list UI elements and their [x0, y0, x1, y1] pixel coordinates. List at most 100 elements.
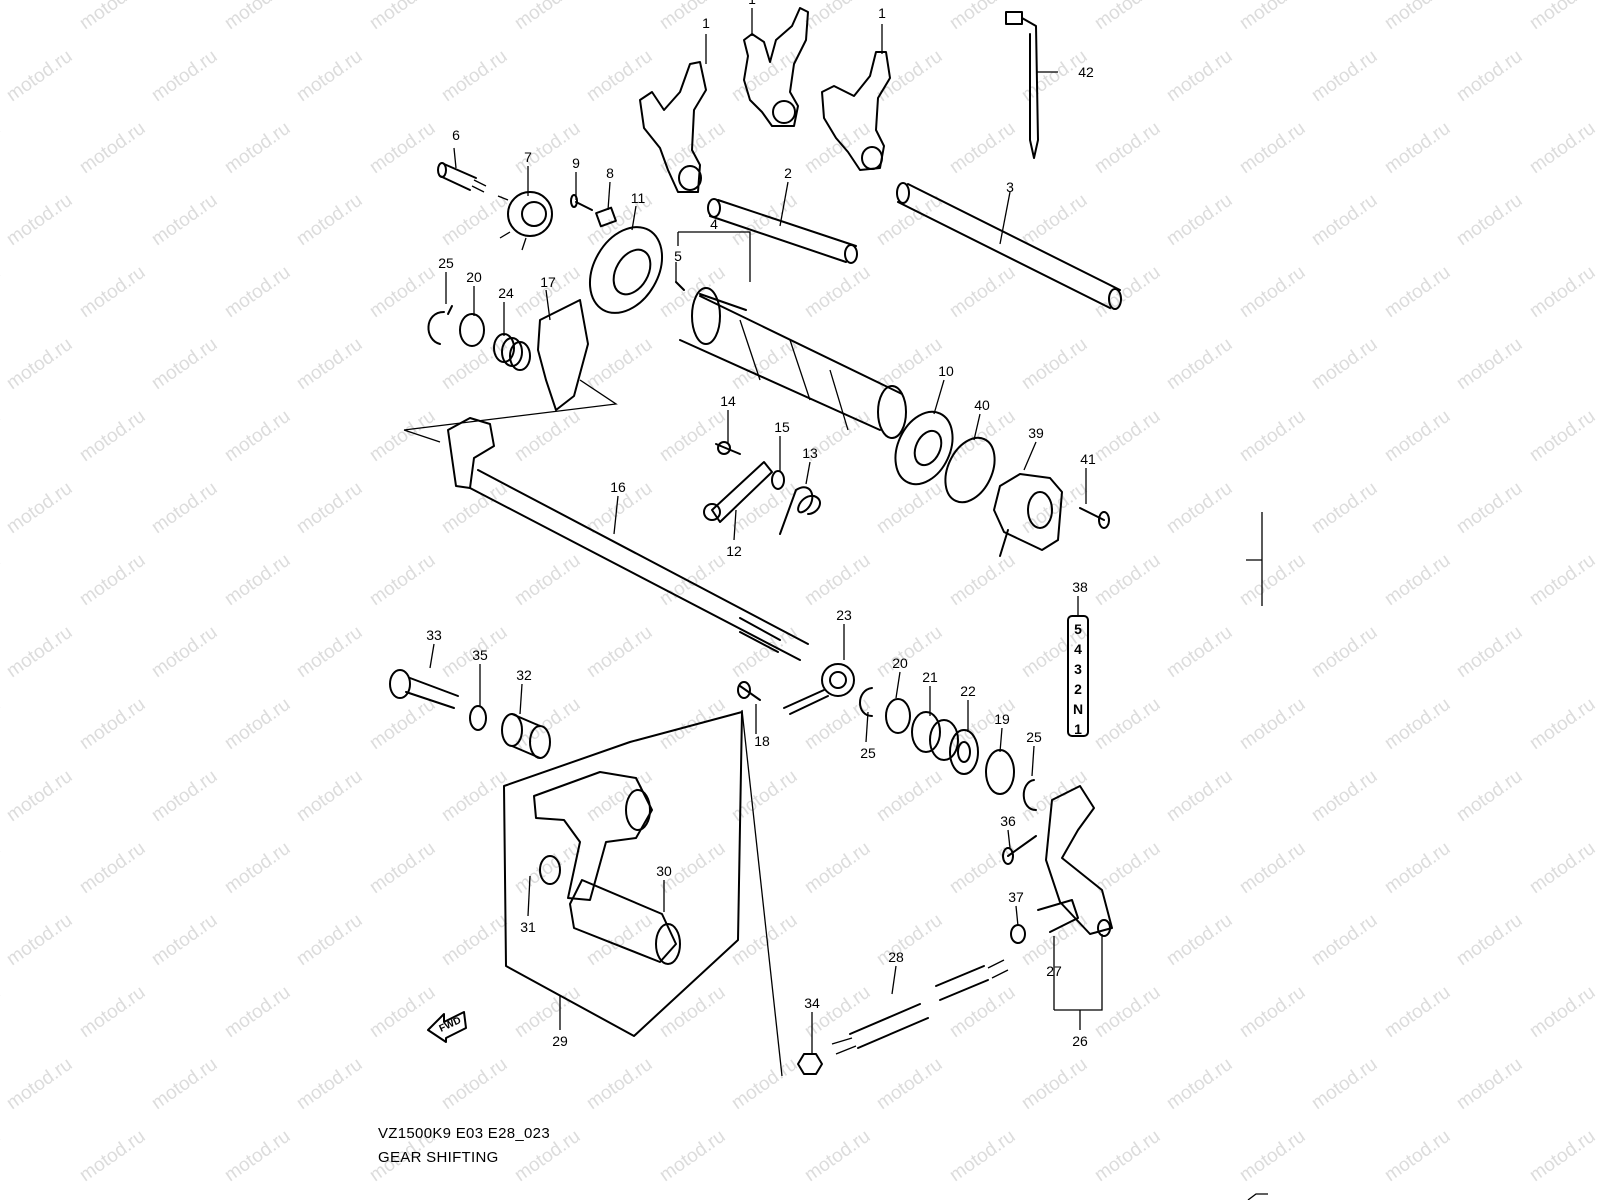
callout-11: 11: [631, 190, 646, 206]
watermark-text: motod.ru: [366, 0, 439, 34]
watermark-text: motod.ru: [221, 982, 294, 1042]
cam-pin-5: [675, 281, 685, 291]
callout-34: 34: [804, 995, 820, 1011]
callout-38: 38: [1072, 579, 1088, 595]
watermark-text: motod.ru: [801, 0, 874, 34]
callout-16: 16: [610, 479, 626, 495]
watermark-text: motod.ru: [656, 1126, 729, 1186]
watermark-text: motod.ru: [148, 478, 221, 538]
watermark-text: motod.ru: [1381, 838, 1454, 898]
watermark-text: motod.ru: [946, 550, 1019, 610]
watermark-text: motod.ru: [1236, 0, 1309, 34]
watermark-text: motod.ru: [76, 694, 149, 754]
watermark-text: motod.ru: [1381, 262, 1454, 322]
watermark-text: motod.ru: [1526, 118, 1599, 178]
callout-40: 40: [974, 397, 990, 413]
gearshift-lever-29: [503, 711, 743, 1037]
watermark-text: motod.ru: [1163, 46, 1236, 106]
watermark-text: motod.ru: [1163, 910, 1236, 970]
watermark-text: motod.ru: [656, 982, 729, 1042]
watermark-text: motod.ru: [728, 46, 801, 106]
watermark-text: motod.ru: [3, 622, 76, 682]
watermark-text: motod.ru: [511, 262, 584, 322]
callout-8: 8: [606, 165, 614, 181]
watermark-text: motod.ru: [221, 1126, 294, 1186]
washer-20-upper: [459, 313, 485, 347]
screw-9: [570, 194, 593, 211]
watermark-text: motod.ru: [221, 550, 294, 610]
watermark-text: motod.ru: [511, 0, 584, 34]
watermark-text: motod.ru: [148, 622, 221, 682]
callout-14: 14: [720, 393, 736, 409]
callout-27: 27: [1046, 963, 1062, 979]
gear-label-4: 4: [1074, 641, 1082, 657]
callout-1a: 1: [702, 15, 710, 31]
callout-20a: 20: [466, 269, 482, 285]
callout-30: 30: [656, 863, 672, 879]
leader-lines: [403, 8, 1103, 1077]
watermark-text: motod.ru: [1381, 1126, 1454, 1186]
callout-1b: 1: [748, 0, 756, 7]
bearing-11: [588, 226, 664, 314]
watermark-text: motod.ru: [293, 1054, 366, 1114]
callout-20b: 20: [892, 655, 908, 671]
callout-26: 26: [1072, 1033, 1088, 1049]
watermark-text: motod.ru: [1018, 190, 1091, 250]
watermark-text: motod.ru: [1453, 46, 1526, 106]
gear-label-5: 5: [1074, 621, 1082, 637]
watermark-text: motod.ru: [656, 694, 729, 754]
watermark-text: motod.ru: [1381, 0, 1454, 34]
watermark-text: motod.ru: [1091, 406, 1164, 466]
frame-mark: [1246, 512, 1263, 606]
watermark-text: motod.ru: [1091, 1126, 1164, 1186]
watermark-text: motod.ru: [0, 0, 4, 34]
watermark-text: motod.ru: [1453, 190, 1526, 250]
watermark-text: motod.ru: [1453, 478, 1526, 538]
watermark-text: motod.ru: [511, 550, 584, 610]
oil-seal-22: [949, 729, 979, 775]
fwd-arrow-icon: FWD: [427, 1011, 467, 1043]
watermark-text: motod.ru: [0, 118, 4, 178]
callout-3: 3: [1006, 179, 1014, 195]
watermark-text: motod.ru: [656, 406, 729, 466]
watermark-text: motod.ru: [946, 262, 1019, 322]
watermark-text: motod.ru: [801, 550, 874, 610]
watermark-text: motod.ru: [1381, 118, 1454, 178]
washer-35: [469, 705, 487, 731]
needle-bearing-21: [911, 711, 959, 761]
nut-34: [797, 1053, 823, 1075]
watermark-text: motod.ru: [76, 118, 149, 178]
bolt-14: [715, 441, 741, 455]
watermark-text: motod.ru: [221, 406, 294, 466]
watermark-text: motod.ru: [148, 46, 221, 106]
callout-41: 41: [1080, 451, 1096, 467]
watermark-text: motod.ru: [1453, 622, 1526, 682]
watermark-text: motod.ru: [1381, 982, 1454, 1042]
watermark-text: motod.ru: [1453, 334, 1526, 394]
watermark-text: motod.ru: [1091, 550, 1164, 610]
watermark-text: motod.ru: [1236, 838, 1309, 898]
watermark-text: motod.ru: [3, 478, 76, 538]
watermark-text: motod.ru: [3, 190, 76, 250]
watermark-text: motod.ru: [148, 910, 221, 970]
watermark-text: motod.ru: [873, 1054, 946, 1114]
watermark-text: motod.ru: [1453, 1054, 1526, 1114]
collar-32: [501, 713, 551, 759]
watermark-text: motod.ru: [1526, 406, 1599, 466]
housing-39: [993, 473, 1063, 557]
watermark-text: motod.ru: [511, 982, 584, 1042]
watermark-text: motod.ru: [1236, 550, 1309, 610]
watermark-text: motod.ru: [873, 766, 946, 826]
watermark-text: motod.ru: [1526, 0, 1599, 34]
callout-4: 4: [710, 216, 718, 232]
watermark-text: motod.ru: [293, 46, 366, 106]
watermark-text: motod.ru: [946, 982, 1019, 1042]
watermark-text: motod.ru: [76, 550, 149, 610]
watermark-text: motod.ru: [946, 1126, 1019, 1186]
callout-12: 12: [726, 543, 742, 559]
watermark-text: motod.ru: [0, 982, 4, 1042]
callout-21: 21: [922, 669, 938, 685]
callout-10: 10: [938, 363, 954, 379]
watermark-text: motod.ru: [76, 262, 149, 322]
spring-13: [779, 486, 821, 535]
